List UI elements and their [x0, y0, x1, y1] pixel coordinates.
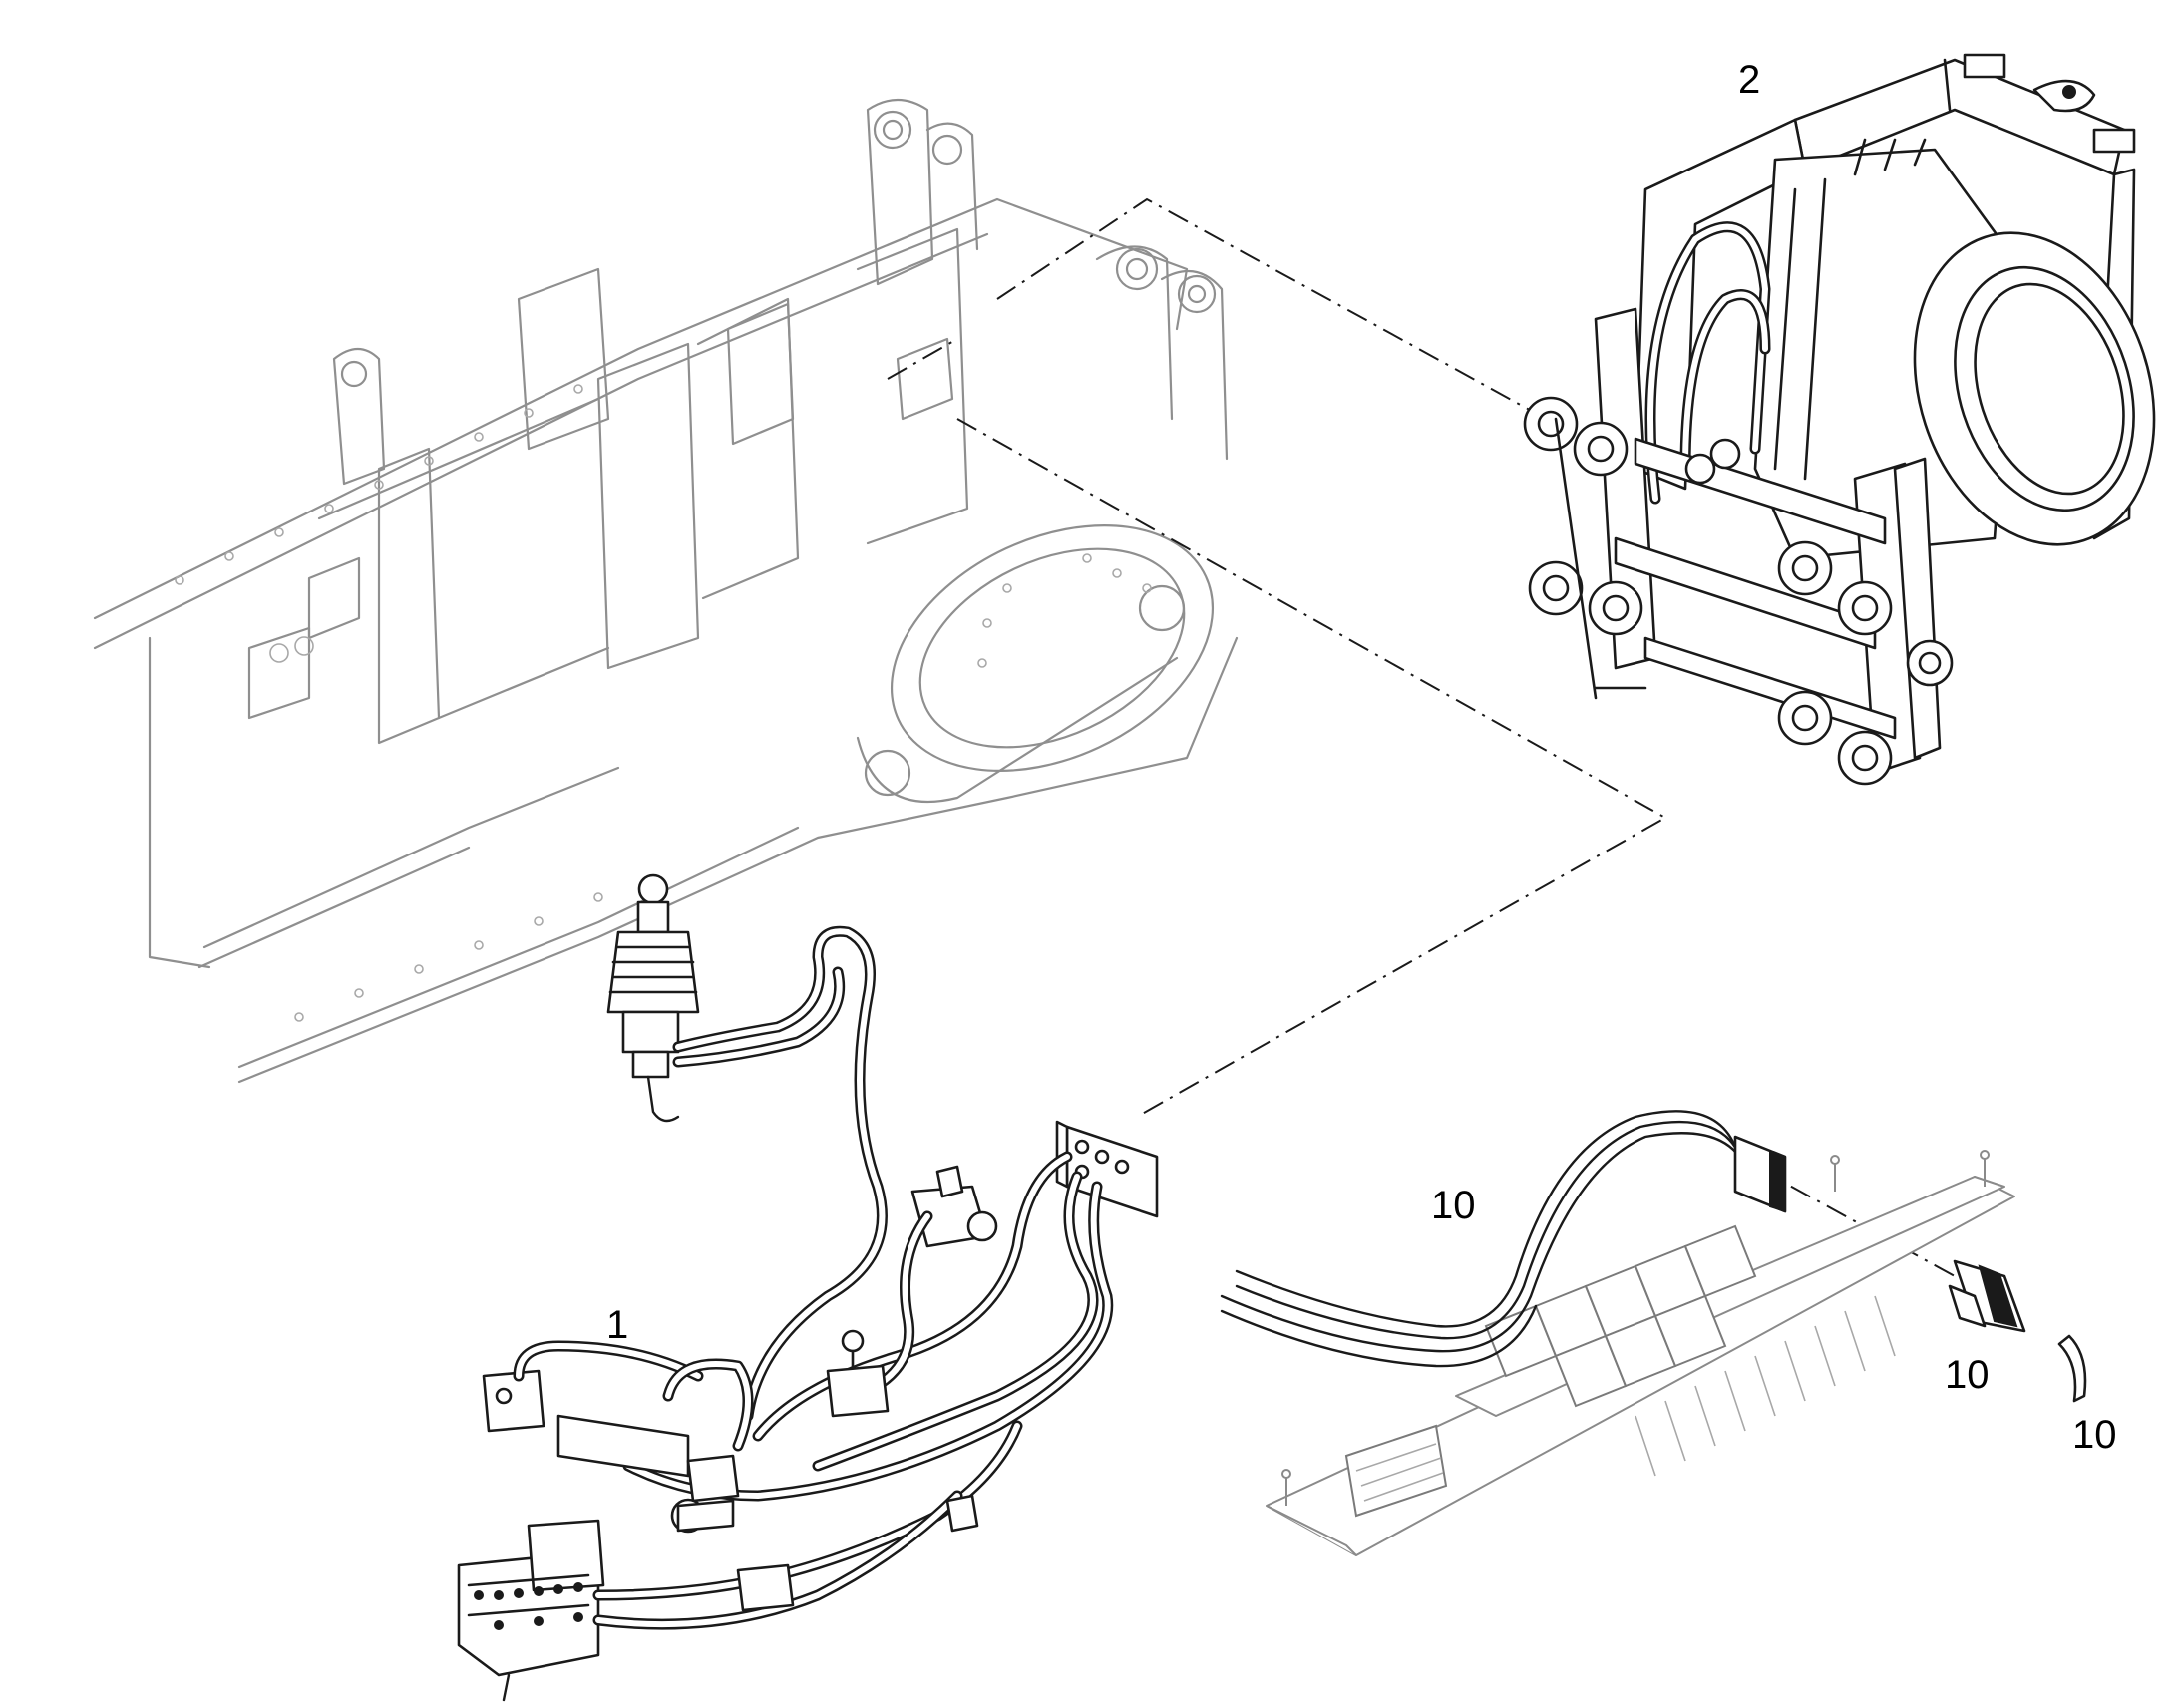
- solenoid-small: [826, 1329, 890, 1418]
- winch-assembly: [1523, 53, 2156, 786]
- solenoid-valve: [670, 1454, 740, 1534]
- assembly-lines: [887, 197, 1956, 1277]
- hydraulic-harness: [457, 873, 1159, 1702]
- relay-bank: [1484, 1224, 1757, 1408]
- callout-wiring-loom: 10: [1431, 1184, 1476, 1227]
- callout-winch: 2: [1738, 58, 1760, 102]
- pilot-valve: [862, 1165, 998, 1397]
- chassis-frame: [93, 99, 1239, 1084]
- fuse-relay-panel: [1220, 1110, 2087, 1556]
- callout-switch: 10: [1945, 1353, 1990, 1397]
- joystick: [606, 873, 700, 1123]
- wiring-loom: [1220, 1110, 1787, 1368]
- switch-cover: [2057, 1334, 2087, 1403]
- control-valve-block: [457, 1420, 1023, 1702]
- callout-switch-cover: 10: [2072, 1413, 2117, 1457]
- rocker-switch: [1948, 1259, 2026, 1333]
- callout-harness: 1: [606, 1303, 628, 1347]
- manifold-block: [482, 1340, 754, 1478]
